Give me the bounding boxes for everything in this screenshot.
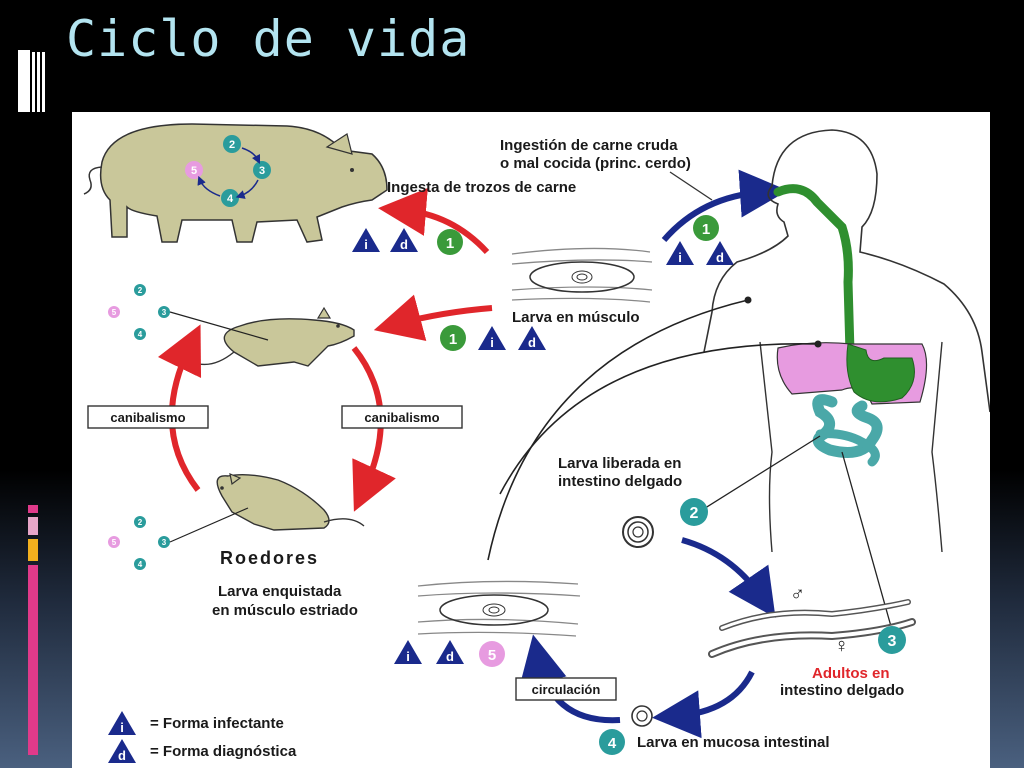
badges-1-i-d-rat: 1 i d xyxy=(440,325,546,351)
ingestion-line1: Ingestión de carne cruda xyxy=(500,137,678,154)
larva-enquistada-line2: en músculo estriado xyxy=(212,602,358,619)
one-badge-text: 1 xyxy=(446,235,454,252)
larva-coil-mucosa xyxy=(631,705,653,727)
female-symbol: ♀ xyxy=(834,635,849,657)
badge-2-text: 2 xyxy=(229,139,235,151)
i-badge-text: i xyxy=(364,237,368,252)
badges-i-d-1-pig: i d 1 xyxy=(352,228,463,255)
badge-3-text: 3 xyxy=(162,308,167,317)
rat-bottom-cycle: 2 3 4 5 xyxy=(108,507,249,570)
five-badge-text: 5 xyxy=(488,647,496,664)
badge-5-text: 5 xyxy=(112,308,117,317)
badge-4-text: 4 xyxy=(227,193,234,205)
ingestion-line2: o mal cocida (princ. cerdo) xyxy=(500,155,691,172)
pig-illustration xyxy=(83,123,388,243)
decorative-stripes xyxy=(18,50,45,112)
rat-bottom xyxy=(216,473,365,531)
slide-title: Ciclo de vida xyxy=(66,10,471,68)
badge-4 xyxy=(221,189,239,207)
life-cycle-diagram: 2 3 4 5 Ingesta de trozos de carne i d 1… xyxy=(72,112,990,768)
ingesta-trozos-label: Ingesta de trozos de carne xyxy=(387,179,576,196)
pig-cycle: 2 3 4 5 xyxy=(185,135,271,207)
decorative-color-bar xyxy=(28,505,38,755)
badge-5-text: 5 xyxy=(191,165,197,177)
badge-2-large-text: 2 xyxy=(690,505,699,522)
canibalismo-right-label: canibalismo xyxy=(364,410,439,425)
badges-i-d-5: i d 5 xyxy=(394,640,505,667)
legend-i-text: = Forma infectante xyxy=(150,715,284,732)
badge-3 xyxy=(253,161,271,179)
arrow-muscle-to-rat xyxy=(373,294,493,342)
adultos-line1: Adultos en xyxy=(812,665,890,682)
muscle-tissue-bottom xyxy=(417,580,581,637)
badge-5-text: 5 xyxy=(112,538,117,547)
larva-coil-free xyxy=(622,516,654,548)
badges-1-i-d-human: 1 i d xyxy=(666,215,734,265)
d-badge-text: d xyxy=(446,649,454,664)
i-badge-text: i xyxy=(406,649,410,664)
one-badge-text: 1 xyxy=(702,221,710,238)
larva-liberada-line1: Larva liberada en xyxy=(558,455,681,472)
badge-4-text: 4 xyxy=(138,330,143,339)
larva-liberada-line2: intestino delgado xyxy=(558,473,682,490)
rat-top-cycle: 2 3 4 5 xyxy=(108,284,269,341)
legend-i-letter: i xyxy=(120,720,124,735)
arrow-adults-to-mucosa xyxy=(652,670,755,739)
muscle-tissue-top xyxy=(511,247,653,303)
circulacion-label: circulación xyxy=(532,682,601,697)
larva-mucosa-label: Larva en mucosa intestinal xyxy=(637,734,830,751)
larva-enquistada-line1: Larva enquistada xyxy=(218,583,342,600)
roedores-label: Roedores xyxy=(220,548,319,568)
arrow-ingestion xyxy=(661,169,788,242)
legend: i = Forma infectante d = Forma diagnósti… xyxy=(108,711,297,763)
rat-top xyxy=(191,306,355,367)
badge-2-text: 2 xyxy=(138,286,143,295)
d-badge-text: d xyxy=(528,335,536,350)
human-body-outline xyxy=(703,129,990,553)
badge-5 xyxy=(185,161,203,179)
male-symbol: ♂ xyxy=(790,583,805,605)
i-badge-text: i xyxy=(490,335,494,350)
d-badge-text: d xyxy=(400,237,408,252)
legend-d-text: = Forma diagnóstica xyxy=(150,743,297,760)
adultos-line2: intestino delgado xyxy=(780,682,904,699)
badge-2-text: 2 xyxy=(138,518,143,527)
i-badge-text: i xyxy=(678,250,682,265)
one-badge-text: 1 xyxy=(449,331,457,348)
d-badge-text: d xyxy=(716,250,724,265)
badge-4-large-text: 4 xyxy=(608,735,617,752)
badge-3-text: 3 xyxy=(259,165,265,177)
badge-4-text: 4 xyxy=(138,560,143,569)
larva-musculo-label: Larva en músculo xyxy=(512,309,640,326)
arrow-muscle-to-pig xyxy=(378,187,490,255)
arrow-mucosa-to-muscle xyxy=(519,634,621,724)
legend-d-letter: d xyxy=(118,748,126,763)
canibalismo-left-label: canibalismo xyxy=(110,410,185,425)
badge-2 xyxy=(223,135,241,153)
badge-3-large-text: 3 xyxy=(888,633,897,650)
arrow-larva-to-adults xyxy=(681,537,776,618)
badge-3-text: 3 xyxy=(162,538,167,547)
